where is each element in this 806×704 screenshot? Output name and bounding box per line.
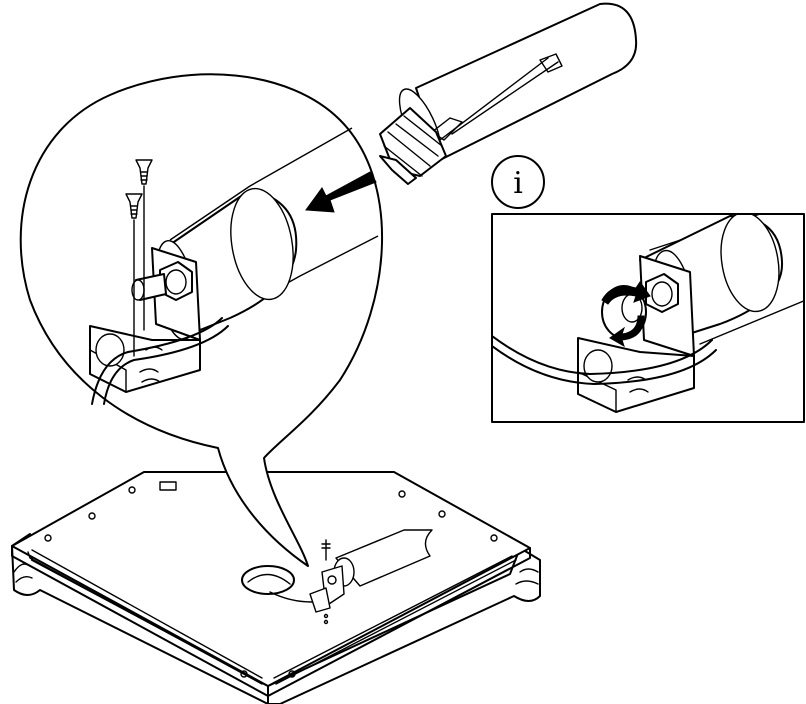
callout-contents (89, 127, 379, 405)
screw-icon (125, 193, 143, 357)
info-letter: i (513, 166, 523, 201)
info-badge: i (491, 155, 545, 209)
base-panel (11, 471, 541, 704)
rotate-arrow-icon (601, 281, 651, 348)
screw-icon (135, 159, 153, 331)
light-bulb-icon (379, 2, 638, 185)
info-icon (491, 155, 545, 209)
insert-direction-arrow-icon (305, 171, 377, 213)
info-detail-box (491, 213, 805, 423)
